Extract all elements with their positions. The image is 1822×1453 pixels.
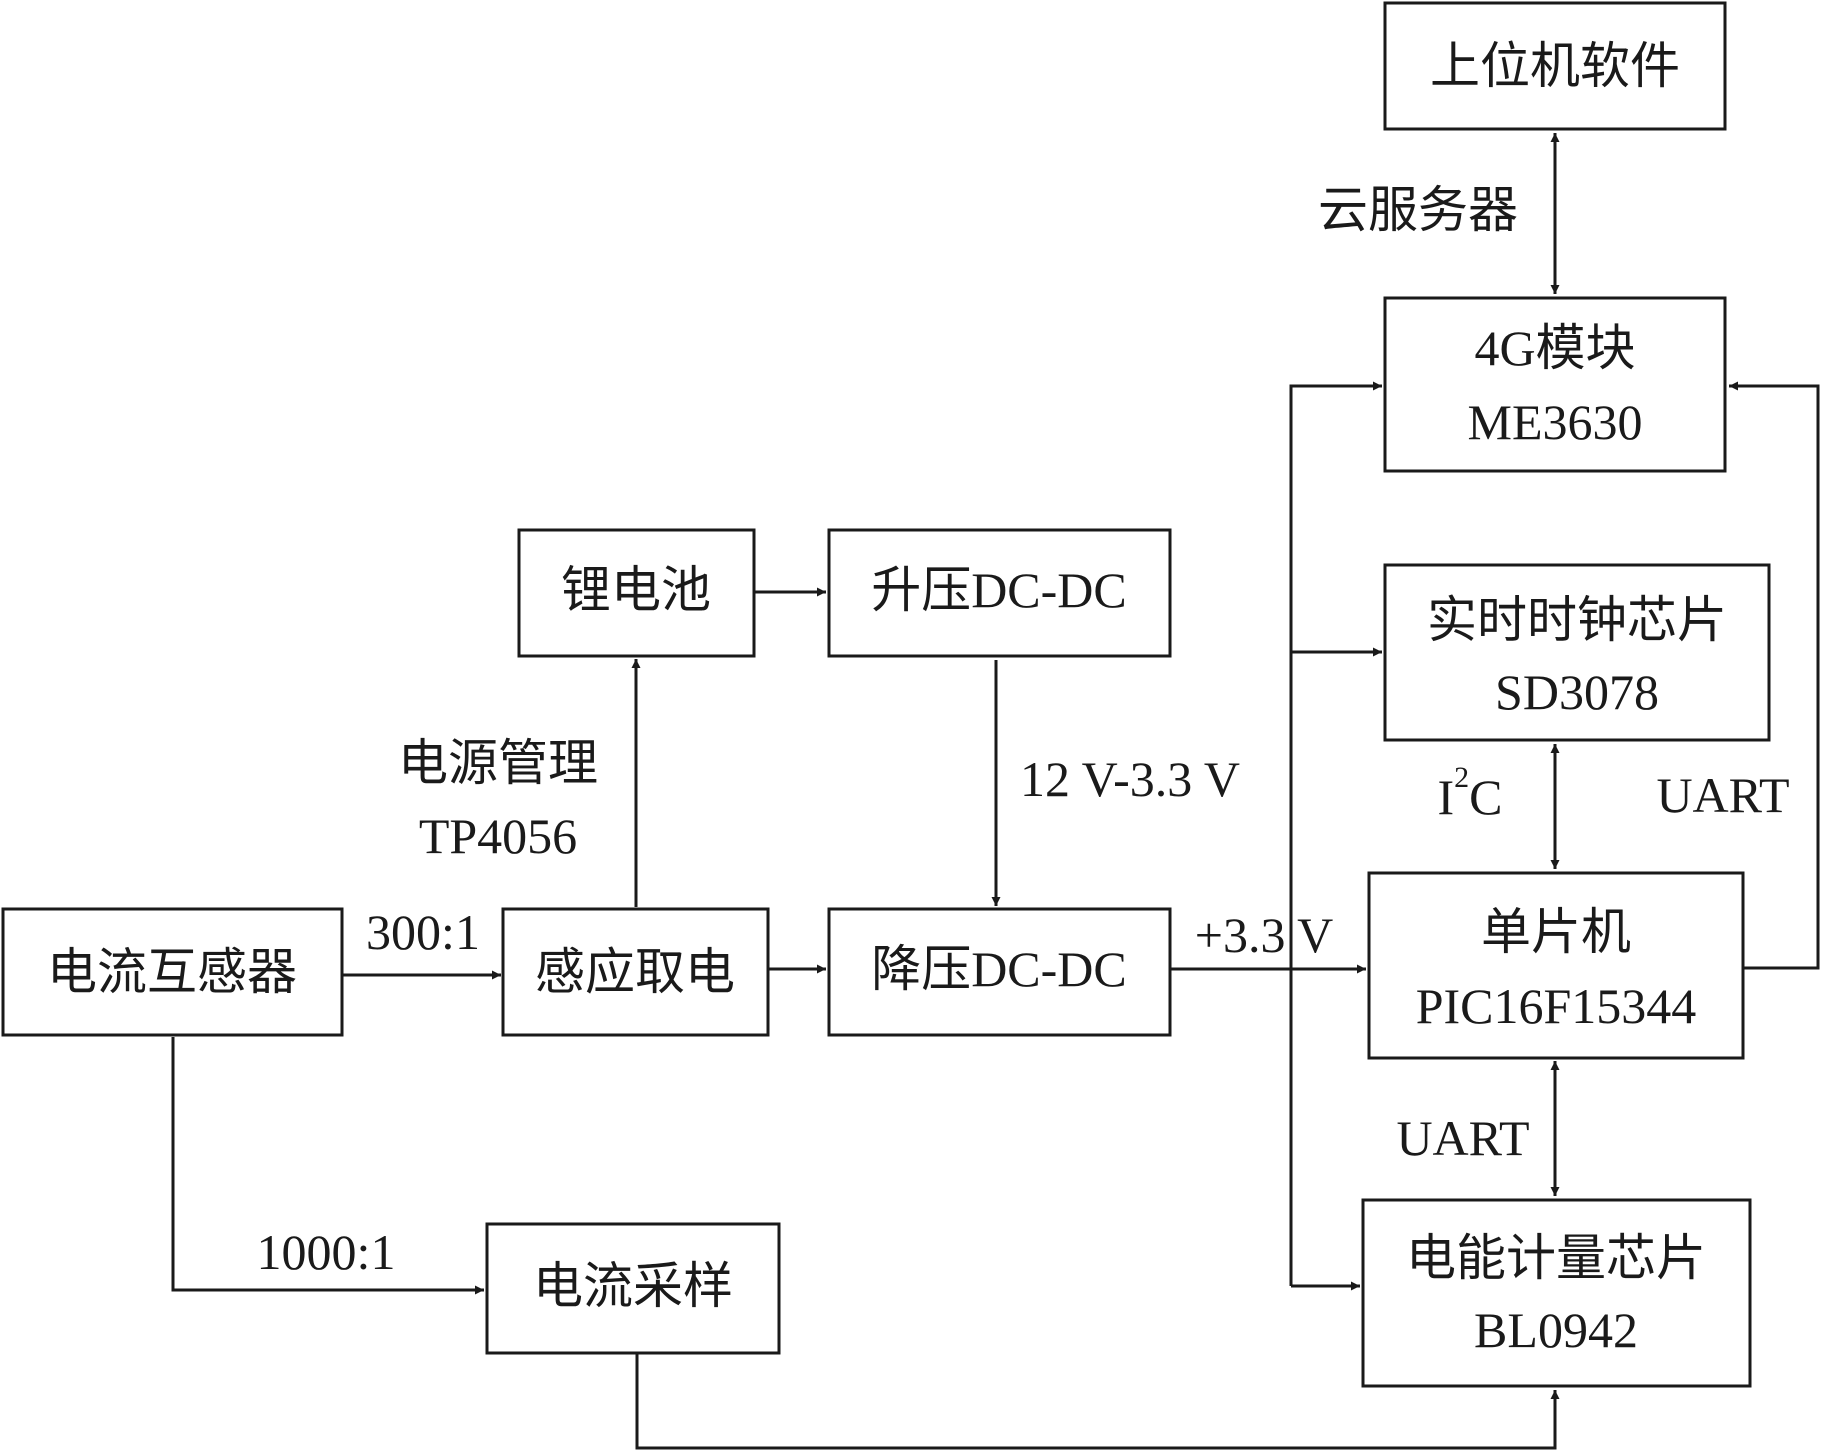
mcu-part: PIC16F15344 [1416,978,1697,1034]
mcu-block: 单片机 PIC16F15344 [1367,871,1745,1060]
boost-dcdc-block: 升压DC-DC [827,528,1172,658]
i2c-label-tail: C [1469,769,1502,825]
wire-ct-to-sampling [171,1037,484,1295]
battery-block: 锂电池 [517,528,756,658]
cloud-server-label: 云服务器 [1318,182,1518,238]
wire-modem-mcu [1729,381,1820,973]
energy-meter-chip-part: BL0942 [1474,1302,1638,1358]
i2c-label-superscript: 2 [1454,761,1469,794]
wire-power-bus [1289,384,1381,1286]
rtc-chip-block: 实时时钟芯片 SD3078 [1383,563,1771,742]
host-software-label: 上位机软件 [1430,38,1680,94]
wire-sampling-to-meter [635,1353,1560,1450]
boost-dcdc-label: 升压DC-DC [871,562,1127,618]
mcu-label: 单片机 [1481,904,1631,960]
current-sampling-block: 电流采样 [485,1222,781,1355]
current-transformer-label: 电流互感器 [47,944,297,1000]
power-management-part: TP4056 [419,808,577,864]
4g-module-label: 4G模块 [1474,320,1635,376]
current-sampling-label: 电流采样 [533,1258,733,1314]
buck-dcdc-block: 降压DC-DC [827,907,1172,1037]
rail-voltage-label: +3.3 V [1195,907,1333,963]
power-management-label: 电源管理 [398,735,598,791]
energy-meter-chip-block: 电能计量芯片 BL0942 [1361,1198,1752,1388]
ratio-1000-label: 1000:1 [257,1224,396,1280]
i2c-label-main: I [1437,769,1454,825]
uart-right-label: UART [1656,767,1789,823]
induction-power-label: 感应取电 [535,944,735,1000]
uart-lower-label: UART [1396,1110,1529,1166]
current-transformer-block: 电流互感器 [1,907,344,1037]
rtc-chip-part: SD3078 [1495,664,1659,720]
energy-meter-chip-label: 电能计量芯片 [1406,1230,1706,1286]
host-software-block: 上位机软件 [1383,1,1727,131]
4g-module-part: ME3630 [1468,394,1643,450]
4g-module-block: 4G模块 ME3630 [1383,296,1727,473]
battery-label: 锂电池 [561,562,711,618]
voltage-conversion-label: 12 V-3.3 V [1020,751,1240,807]
induction-power-block: 感应取电 [501,907,770,1037]
i2c-label: I2C [1437,761,1502,826]
rtc-chip-label: 实时时钟芯片 [1427,592,1727,648]
buck-dcdc-label: 降压DC-DC [871,941,1127,997]
ratio-300-label: 300:1 [366,904,480,960]
